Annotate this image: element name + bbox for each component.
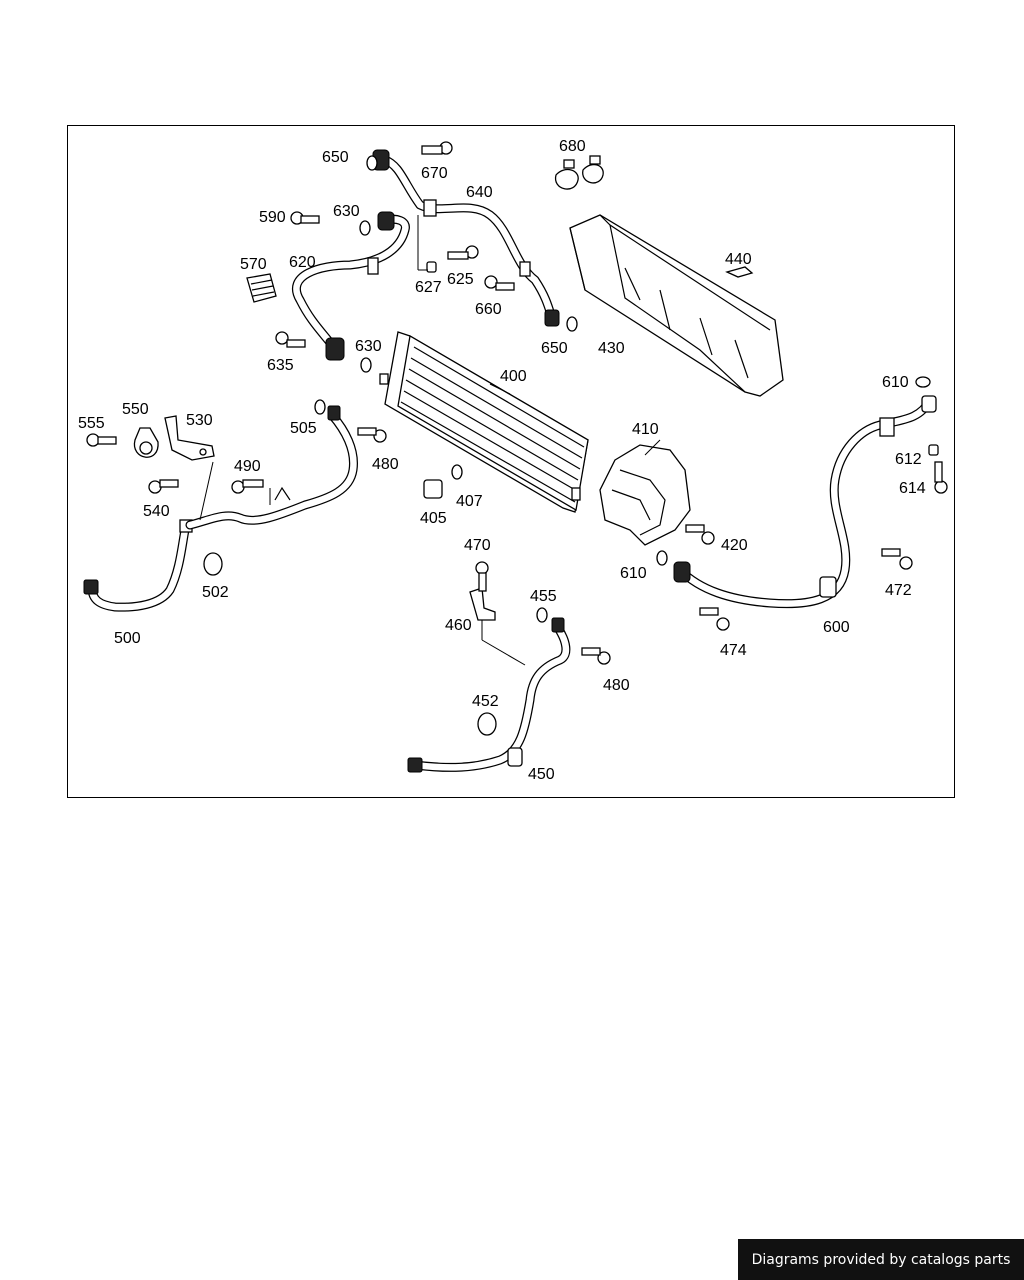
label-627: 627 [415,279,442,296]
hose-640 [372,149,560,327]
label-610a: 610 [882,374,909,391]
ring-610b [656,550,668,566]
label-420: 420 [721,537,748,554]
label-500: 500 [114,630,141,647]
label-480b: 480 [603,677,630,694]
bolt-480a [357,427,387,443]
label-400: 400 [500,368,527,385]
ring-630a [359,220,371,236]
label-530: 530 [186,412,213,429]
plug-627 [426,261,437,273]
bolt-405 [423,479,443,499]
seal-rings [203,155,931,736]
bolt-555 [86,433,117,447]
clip-440 [725,266,754,278]
label-630a: 630 [333,203,360,220]
bolt-660 [484,275,515,291]
bolt-472 [881,548,913,570]
bolt-470 [475,561,489,592]
ring-505 [314,399,326,415]
ring-650b [566,316,578,332]
part-labels: 650 670 640 680 590 630 620 570 625 627 … [78,138,926,783]
bolt-540 [148,479,179,494]
ring-455 [536,607,548,623]
ring-630b [360,357,372,373]
label-660: 660 [475,301,502,318]
charge-air-duct-430 [569,214,784,397]
line-505 [185,405,358,530]
label-630b: 630 [355,338,382,355]
footer-credit-badge: Diagrams provided by catalogs parts [738,1239,1024,1280]
label-540: 540 [143,503,170,520]
bolt-635 [275,331,306,348]
bolt-614 [934,461,948,494]
label-670: 670 [421,165,448,182]
label-570: 570 [240,256,267,273]
label-452: 452 [472,693,499,710]
bolt-474 [699,607,730,631]
bolt-490 [231,479,264,494]
label-430: 430 [598,340,625,357]
label-614: 614 [899,480,926,497]
label-550: 550 [122,401,149,418]
label-640: 640 [466,184,493,201]
label-407: 407 [456,493,483,510]
label-610b: 610 [620,565,647,582]
line-450 [407,617,571,773]
label-612: 612 [895,451,922,468]
label-405: 405 [420,510,447,527]
label-470: 470 [464,537,491,554]
label-474: 474 [720,642,747,659]
bolt-590 [290,211,320,225]
clamp-550 [133,427,159,458]
bushing-502 [203,552,223,576]
label-472: 472 [885,582,912,599]
label-460: 460 [445,617,472,634]
label-635: 635 [267,357,294,374]
label-650b: 650 [541,340,568,357]
part-570 [246,273,277,303]
label-620: 620 [289,254,316,271]
label-502: 502 [202,584,229,601]
plug-612 [928,444,939,456]
ring-407 [451,464,463,480]
label-650a: 650 [322,149,349,166]
bolt-670 [421,141,453,155]
line-500 [83,519,193,612]
clamps-680 [555,155,604,190]
bolt-420 [685,524,715,545]
bolt-625 [447,245,479,260]
hose-600 [673,395,937,609]
ring-650a [366,155,378,171]
label-480a: 480 [372,456,399,473]
leader-lines [199,215,661,666]
bushing-452 [477,712,497,736]
label-680: 680 [559,138,586,155]
label-590: 590 [259,209,286,226]
bolt-480b [581,647,611,665]
label-455: 455 [530,588,557,605]
label-600: 600 [823,619,850,636]
label-490: 490 [234,458,261,475]
hose-620 [292,211,410,361]
ring-610a [915,376,931,388]
parts-diagram-frame [67,125,955,798]
bracket-530 [164,415,215,461]
label-555: 555 [78,415,105,432]
label-410: 410 [632,421,659,438]
label-625: 625 [447,271,474,288]
label-450: 450 [528,766,555,783]
intercooler-400 [379,331,589,513]
bolts [86,141,948,665]
label-505: 505 [290,420,317,437]
bracket-410 [599,444,691,546]
label-440: 440 [725,251,752,268]
bracket-460 [469,587,496,621]
